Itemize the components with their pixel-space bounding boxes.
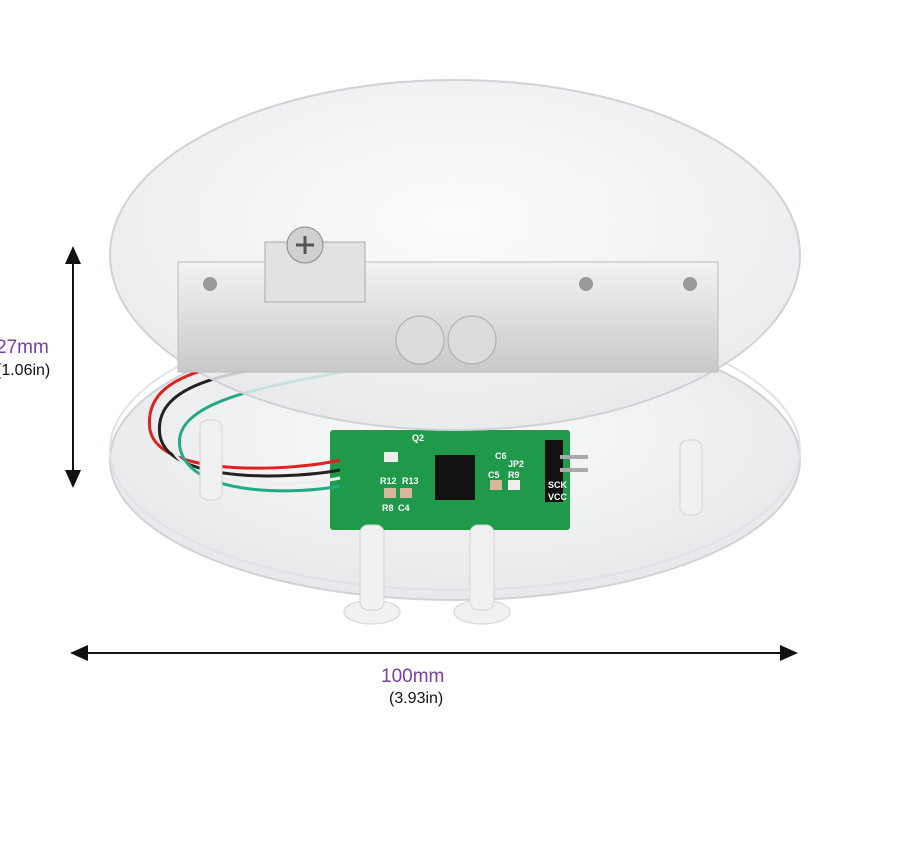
pcb-label-c4: C4 [398, 503, 410, 513]
aluminum-load-cell [177, 226, 719, 373]
pcb-label-q2: Q2 [412, 433, 424, 443]
height-metric-label: 27mm [0, 337, 49, 358]
top-acrylic-plate [109, 79, 801, 431]
hx711-pcb: Q2 JP2 C6 R12 R13 C5 R9 SCK VCC R8 C4 [330, 430, 588, 530]
pcb-label-vcc: VCC [548, 492, 568, 502]
pcb-label-sck: SCK [548, 480, 568, 490]
height-imperial-label: (1.06in) [0, 362, 51, 379]
pcb-label-r9: R9 [508, 470, 520, 480]
pcb-label-r13: R13 [402, 476, 419, 486]
width-imperial-label: (3.93in) [389, 690, 444, 707]
pcb-label-r12: R12 [380, 476, 397, 486]
pcb-label-c5: C5 [488, 470, 500, 480]
pcb-label-r8: R8 [382, 503, 394, 513]
plastic-standoffs [199, 419, 703, 625]
width-metric-label: 100mm [381, 666, 445, 687]
pcb-label-c6: C6 [495, 451, 507, 461]
pcb-label-jp2: JP2 [508, 459, 524, 469]
